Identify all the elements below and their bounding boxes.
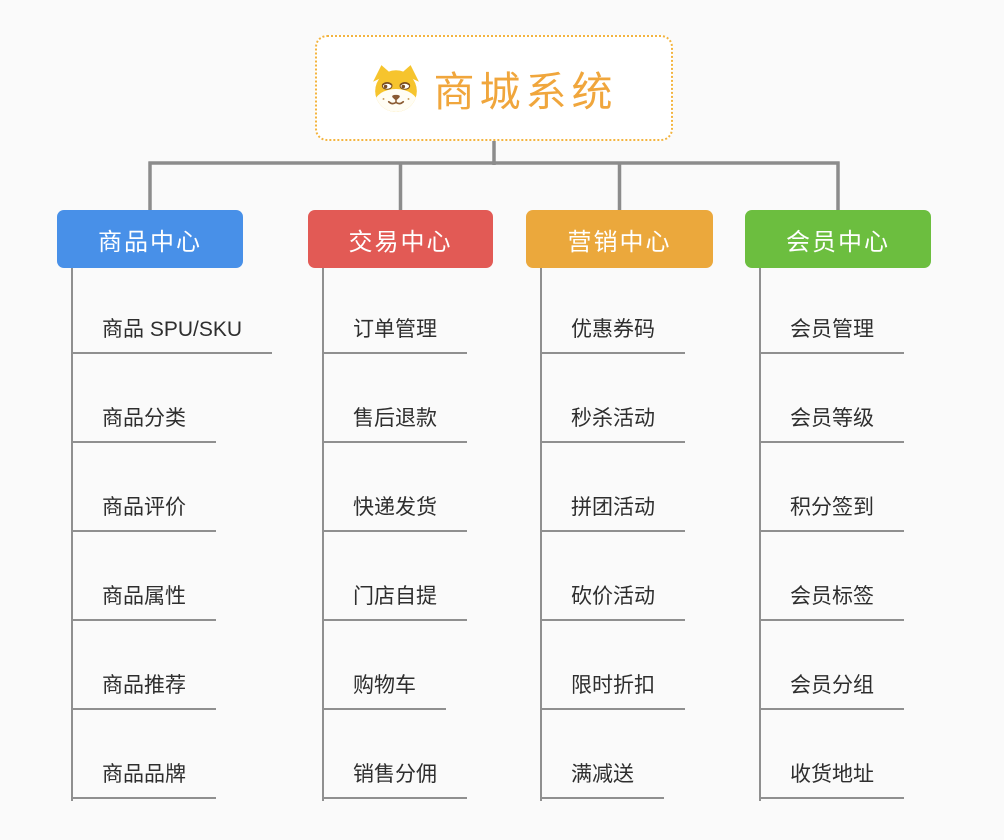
leaf-node[interactable]: 拼团活动	[540, 493, 685, 532]
branch-children-trade-center: 订单管理 售后退款 快递发货 门店自提 购物车 销售分佣	[322, 268, 582, 803]
leaf-node[interactable]: 门店自提	[322, 582, 467, 621]
branch-node-product-center[interactable]: 商品中心	[57, 210, 243, 268]
leaf-node[interactable]: 会员标签	[759, 582, 904, 621]
branch-trunk-line	[540, 268, 542, 801]
branch-trunk-line	[322, 268, 324, 801]
leaf-node[interactable]: 收货地址	[759, 760, 904, 799]
branch-children-member-center: 会员管理 会员等级 积分签到 会员标签 会员分组 收货地址	[759, 268, 1004, 803]
leaf-node[interactable]: 订单管理	[322, 315, 467, 354]
leaf-node[interactable]: 积分签到	[759, 493, 904, 532]
leaf-node[interactable]: 商品推荐	[71, 671, 216, 710]
leaf-node[interactable]: 销售分佣	[322, 760, 467, 799]
leaf-node[interactable]: 商品品牌	[71, 760, 216, 799]
branch-children-marketing-center: 优惠券码 秒杀活动 拼团活动 砍价活动 限时折扣 满减送	[540, 268, 800, 803]
leaf-node[interactable]: 商品评价	[71, 493, 216, 532]
leaf-node[interactable]: 会员等级	[759, 404, 904, 443]
leaf-node[interactable]: 快递发货	[322, 493, 467, 532]
leaf-node[interactable]: 商品 SPU/SKU	[71, 315, 273, 354]
leaf-node[interactable]: 商品分类	[71, 404, 216, 443]
leaf-node[interactable]: 优惠券码	[540, 315, 685, 354]
leaf-node[interactable]: 限时折扣	[540, 671, 685, 710]
leaf-node[interactable]: 满减送	[540, 760, 664, 799]
leaf-node[interactable]: 购物车	[322, 671, 446, 710]
leaf-node[interactable]: 砍价活动	[540, 582, 685, 621]
root-title: 商城系统	[433, 69, 618, 115]
branch-node-member-center[interactable]: 会员中心	[745, 210, 931, 268]
branch-trunk-line	[759, 268, 761, 801]
leaf-node[interactable]: 秒杀活动	[540, 404, 685, 443]
branch-children-product-center: 商品 SPU/SKU 商品分类 商品评价 商品属性 商品推荐 商品品牌	[71, 268, 331, 803]
root-node[interactable]: 商城系统	[315, 35, 673, 141]
branch-node-trade-center[interactable]: 交易中心	[308, 210, 493, 268]
leaf-node[interactable]: 售后退款	[322, 404, 467, 443]
leaf-node[interactable]: 商品属性	[71, 582, 216, 621]
branch-node-marketing-center[interactable]: 营销中心	[526, 210, 713, 268]
leaf-node[interactable]: 会员分组	[759, 671, 904, 710]
branch-trunk-line	[71, 268, 73, 801]
leaf-node[interactable]: 会员管理	[759, 315, 904, 354]
shiba-dog-icon	[372, 65, 419, 112]
